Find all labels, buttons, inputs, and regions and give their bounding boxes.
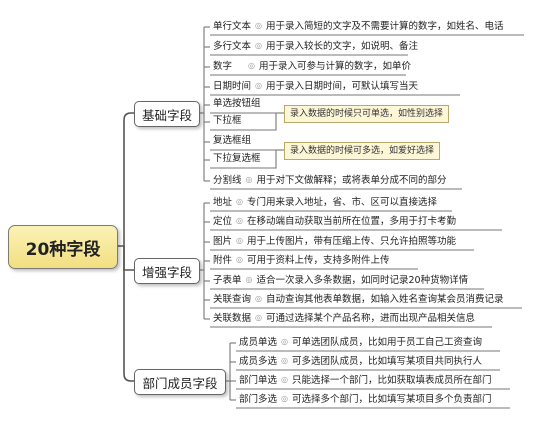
field-item: 下拉框 bbox=[213, 113, 242, 129]
field-item: 成员多选◎ 可多选团队成员，比如填写某项目共同执行人 bbox=[239, 353, 482, 369]
root-title: 20种字段 bbox=[25, 239, 101, 260]
field-desc: 在移动端自动获取当前所在位置，多用于打卡考勤 bbox=[247, 216, 457, 227]
field-desc: 适合一次录入多条数据，如同时记录20种货物详情 bbox=[256, 275, 469, 286]
field-item: 下拉复选框 bbox=[213, 151, 261, 167]
separator-dot: ◎ bbox=[255, 41, 262, 50]
field-item: 日期时间◎ 用于录入日期时间，可默认填写当天 bbox=[213, 78, 418, 94]
field-desc: 可多选团队成员，比如填写某项目共同执行人 bbox=[292, 356, 483, 367]
field-item: 成员单选◎ 可单选团队成员，比如用于员工自己工资查询 bbox=[239, 334, 482, 350]
separator-dot: ◎ bbox=[255, 81, 262, 90]
field-item: 单选按钮组 bbox=[213, 96, 261, 112]
category-label: 部门成员字段 bbox=[142, 375, 218, 391]
field-item: 部门多选◎ 可选择多个部门，比如填写某项目多个负责部门 bbox=[239, 391, 492, 407]
field-name: 图片 bbox=[213, 236, 233, 247]
separator-dot: ◎ bbox=[248, 61, 255, 70]
field-item: 地址◎ 专门用来录入地址，省、市、区可以直接选择 bbox=[213, 194, 437, 210]
field-item: 子表单◎适合一次录入多条数据，如同时记录20种货物详情 bbox=[213, 272, 468, 288]
field-name: 分割线 bbox=[213, 175, 242, 186]
category-basic-fields: 基础字段 bbox=[134, 101, 200, 127]
field-desc: 用于录入简短的文字及不需要计算的数字，如姓名、电话 bbox=[266, 21, 504, 32]
category-label: 基础字段 bbox=[142, 107, 193, 123]
field-name: 成员多选 bbox=[239, 356, 278, 367]
field-name: 部门单选 bbox=[239, 375, 278, 386]
separator-dot: ◎ bbox=[255, 21, 262, 30]
field-name: 下拉框 bbox=[213, 115, 242, 126]
separator-dot: ◎ bbox=[281, 375, 288, 384]
field-item: 定位◎ 在移动端自动获取当前所在位置，多用于打卡考勤 bbox=[213, 213, 456, 229]
field-desc: 用于录入日期时间，可默认填写当天 bbox=[266, 81, 419, 92]
separator-dot: ◎ bbox=[281, 394, 288, 403]
field-item: 关联查询◎ 自动查询其他表单数据，如输入姓名查询某会员消费记录 bbox=[213, 291, 504, 307]
field-name: 地址 bbox=[213, 197, 233, 208]
field-name: 多行文本 bbox=[213, 41, 252, 52]
note-multi-choice: 录入数据的时候可多选，如爱好选择 bbox=[284, 142, 441, 160]
field-item: 多行文本◎ 用于录入较长的文字，如说明、备注 bbox=[213, 38, 418, 54]
field-item: 数字 ◎ 用于录入可参与计算的数字，如单价 bbox=[213, 58, 411, 74]
field-item: 复选框组 bbox=[213, 133, 251, 149]
root-node: 20种字段 bbox=[8, 225, 118, 269]
field-name: 复选框组 bbox=[213, 135, 252, 146]
field-name: 单行文本 bbox=[213, 21, 252, 32]
separator-dot: ◎ bbox=[281, 337, 288, 346]
separator-dot: ◎ bbox=[236, 236, 243, 245]
field-desc: 自动查询其他表单数据，如输入姓名查询某会员消费记录 bbox=[266, 294, 504, 305]
field-name: 下拉复选框 bbox=[213, 153, 261, 164]
separator-dot: ◎ bbox=[255, 294, 262, 303]
field-item: 部门单选◎ 只能选择一个部门，比如获取填表成员所在部门 bbox=[239, 372, 492, 388]
field-desc: 只能选择一个部门，比如获取填表成员所在部门 bbox=[292, 375, 492, 386]
note-text: 录入数据的时候只可单选，如性别选择 bbox=[290, 109, 444, 119]
field-desc: 可通过选择某个产品名称，进而出现产品相关信息 bbox=[266, 313, 476, 324]
field-desc: 用于对下文做解释；或将表单分成不同的部分 bbox=[256, 175, 447, 186]
field-name: 日期时间 bbox=[213, 81, 252, 92]
note-single-choice: 录入数据的时候只可单选，如性别选择 bbox=[284, 105, 450, 123]
field-item: 附件◎ 可用于资料上传，支持多附件上传 bbox=[213, 252, 390, 268]
field-item: 图片◎ 用于上传图片，带有压缩上传、只允许拍照等功能 bbox=[213, 233, 456, 249]
separator-dot: ◎ bbox=[245, 275, 253, 284]
separator-dot: ◎ bbox=[281, 356, 288, 365]
category-label: 增强字段 bbox=[142, 264, 193, 280]
field-name: 成员单选 bbox=[239, 337, 278, 348]
category-enhanced-fields: 增强字段 bbox=[134, 258, 200, 284]
field-name: 关联数据 bbox=[213, 313, 252, 324]
field-name: 数字 bbox=[213, 61, 233, 72]
field-name: 关联查询 bbox=[213, 294, 252, 305]
field-item: 关联数据◎ 可通过选择某个产品名称，进而出现产品相关信息 bbox=[213, 310, 475, 326]
field-name: 部门多选 bbox=[239, 394, 278, 405]
field-item: 分割线◎用于对下文做解释；或将表单分成不同的部分 bbox=[213, 172, 447, 188]
field-name: 单选按钮组 bbox=[213, 98, 261, 109]
field-desc: 用于上传图片，带有压缩上传、只允许拍照等功能 bbox=[247, 236, 457, 247]
field-desc: 专门用来录入地址，省、市、区可以直接选择 bbox=[247, 197, 438, 208]
field-desc: 可单选团队成员，比如用于员工自己工资查询 bbox=[292, 337, 483, 348]
field-desc: 可用于资料上传，支持多附件上传 bbox=[247, 255, 390, 266]
separator-dot: ◎ bbox=[236, 197, 243, 206]
field-desc: 用于录入较长的文字，如说明、备注 bbox=[266, 41, 419, 52]
note-text: 录入数据的时候可多选，如爱好选择 bbox=[290, 146, 435, 156]
separator-dot: ◎ bbox=[245, 175, 253, 184]
field-name: 定位 bbox=[213, 216, 233, 227]
field-desc: 可选择多个部门，比如填写某项目多个负责部门 bbox=[292, 394, 492, 405]
separator-dot: ◎ bbox=[255, 313, 262, 322]
separator-dot: ◎ bbox=[236, 255, 243, 264]
field-name: 子表单 bbox=[213, 275, 242, 286]
field-item: 单行文本◎ 用于录入简短的文字及不需要计算的数字，如姓名、电话 bbox=[213, 18, 504, 34]
field-name: 附件 bbox=[213, 255, 233, 266]
separator-dot: ◎ bbox=[236, 216, 243, 225]
category-dept-member-fields: 部门成员字段 bbox=[134, 369, 226, 395]
field-desc: 用于录入可参与计算的数字，如单价 bbox=[259, 61, 412, 72]
